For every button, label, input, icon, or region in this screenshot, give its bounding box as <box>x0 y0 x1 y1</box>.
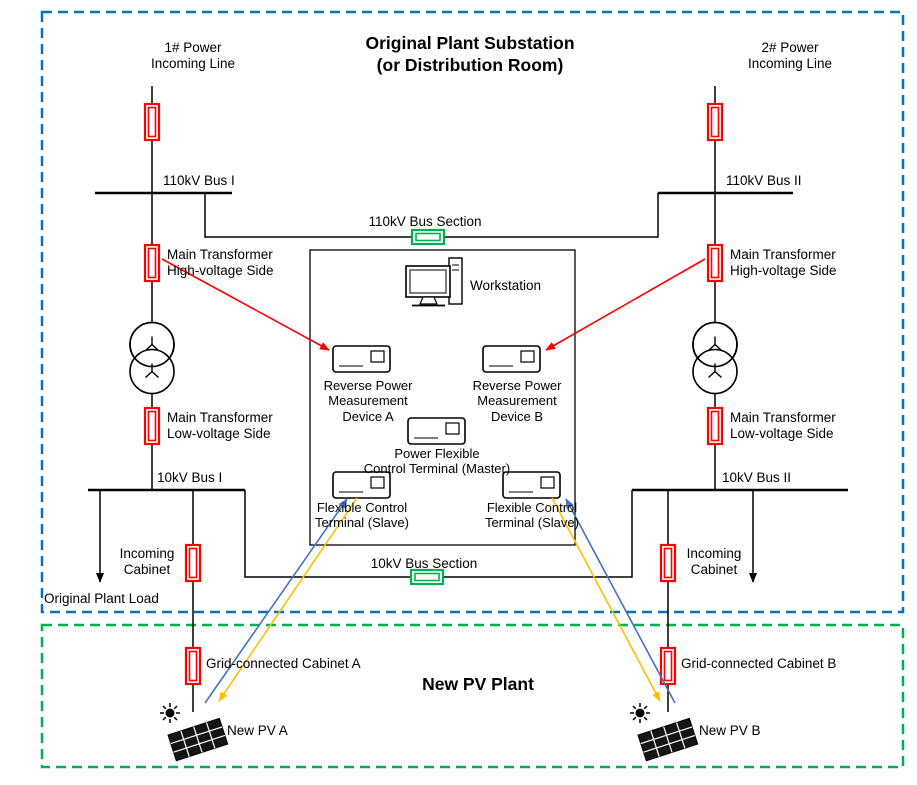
bus-110kv-section-label: 110kV Bus Section <box>368 214 482 229</box>
pv-plant-title: New PV Plant <box>422 674 534 694</box>
measurement-arrow-right <box>545 258 706 351</box>
substation-title: Original Plant Substation (or Distributi… <box>365 33 575 75</box>
bus-110kv-2-label: 110kV Bus II <box>726 173 802 188</box>
breaker-incoming-line-1 <box>143 102 161 142</box>
bus-10kv-section-label: 10kV Bus Section <box>370 556 478 571</box>
breaker-grid-cabinet-b <box>659 646 677 686</box>
reverse-power-device-b-icon <box>482 345 541 373</box>
bus-110kv-section-breaker <box>410 228 446 246</box>
incoming-line-2-label: 2# Power Incoming Line <box>747 40 833 71</box>
breaker-grid-cabinet-a <box>184 646 202 686</box>
flexible-control-master-icon <box>407 417 466 445</box>
main-transformer-2 <box>692 321 738 395</box>
breaker-incoming-cabinet-right <box>659 543 677 583</box>
pv-b-control-down-arrow <box>551 497 661 702</box>
pv-b-signal-up-arrow <box>565 498 676 704</box>
bus-10kv-1-label: 10kV Bus I <box>157 470 223 485</box>
breaker-transformer-hv-left <box>143 243 161 283</box>
grid-cabinet-b-label: Grid-connected Cabinet B <box>681 656 837 671</box>
transformer-lv-right-label: Main Transformer Low-voltage Side <box>730 410 836 441</box>
bus-10kv-2-label: 10kV Bus II <box>722 470 792 485</box>
transformer-lv-left-label: Main Transformer Low-voltage Side <box>167 410 273 441</box>
bus-110kv-1-label: 110kV Bus I <box>163 173 235 188</box>
breaker-transformer-hv-right <box>706 243 724 283</box>
substation-boundary <box>40 10 905 614</box>
pv-a-signal-up-arrow <box>204 498 348 704</box>
bus-10kv-section-line <box>244 490 633 578</box>
breaker-incoming-line-2 <box>706 102 724 142</box>
measurement-arrow-left <box>161 258 330 351</box>
pv-plant-boundary <box>40 623 905 769</box>
transformer-hv-right-label: Main Transformer High-voltage Side <box>730 247 837 278</box>
incoming-cabinet-right-label: Incoming Cabinet <box>686 546 742 577</box>
sun-icon <box>160 703 180 723</box>
breaker-incoming-cabinet-left <box>184 543 202 583</box>
transformer-hv-left-label: Main Transformer High-voltage Side <box>167 247 274 278</box>
bus-110kv-section-line <box>204 193 659 238</box>
bus-10kv-section-breaker <box>409 568 445 586</box>
incoming-cabinet-left-label: Incoming Cabinet <box>119 546 175 577</box>
flexible-control-slave-right-label: Flexible Control Terminal (Slave) <box>485 500 579 531</box>
flexible-control-slave-right-icon <box>502 471 561 499</box>
main-transformer-1 <box>129 321 175 395</box>
pv-a-control-down-arrow <box>218 497 358 702</box>
flexible-control-master-label: Power Flexible Control Terminal (Master) <box>363 446 511 477</box>
new-pv-b-label: New PV B <box>699 723 761 738</box>
flexible-control-slave-left-label: Flexible Control Terminal (Slave) <box>315 500 409 531</box>
pv-b-icon <box>630 703 699 762</box>
reverse-power-device-a-label: Reverse Power Measurement Device A <box>323 378 413 424</box>
breaker-transformer-lv-right <box>706 406 724 446</box>
grid-cabinet-a-label: Grid-connected Cabinet A <box>206 656 361 671</box>
original-plant-load-label: Original Plant Load <box>44 591 159 606</box>
reverse-power-device-b-label: Reverse Power Measurement Device B <box>472 378 562 424</box>
workstation-label: Workstation <box>470 278 542 293</box>
breaker-transformer-lv-left <box>143 406 161 446</box>
workstation-icon <box>405 257 463 307</box>
reverse-power-device-a-icon <box>332 345 391 373</box>
pv-a-icon <box>160 703 229 762</box>
incoming-line-1-label: 1# Power Incoming Line <box>150 40 236 71</box>
sun-icon <box>630 703 650 723</box>
new-pv-a-label: New PV A <box>227 723 288 738</box>
